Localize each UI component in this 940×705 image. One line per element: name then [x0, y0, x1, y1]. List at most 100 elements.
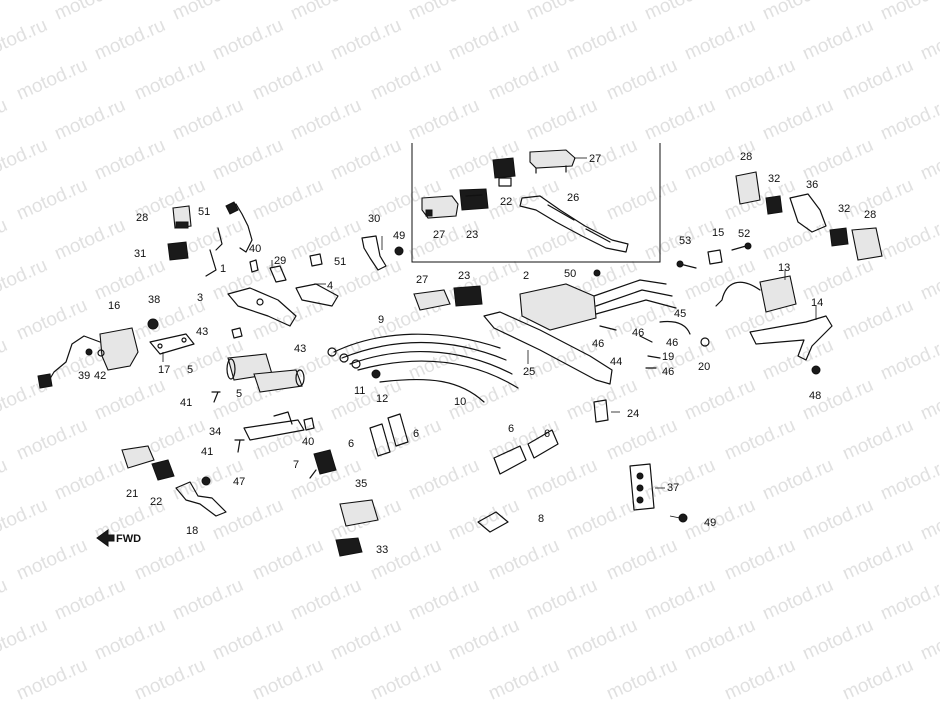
watermark-text: motod.ru [405, 95, 482, 145]
callout-51: 51 [334, 256, 346, 268]
callout-9: 9 [378, 314, 384, 326]
watermark-text: motod.ru [209, 615, 286, 665]
part-2-module [519, 279, 677, 331]
callout-39: 39 [78, 370, 90, 382]
part-6-cap-b [387, 413, 409, 447]
watermark-text: motod.ru [839, 415, 916, 465]
watermark-text: motod.ru [799, 15, 876, 65]
watermark-text: motod.ru [759, 575, 836, 625]
fwd-arrow-icon [96, 529, 115, 547]
callout-16: 16 [108, 300, 120, 312]
callout-53: 53 [679, 235, 691, 247]
watermark-text: motod.ru [721, 655, 798, 705]
watermark-text: motod.ru [131, 535, 208, 585]
watermark-text: motod.ru [209, 135, 286, 185]
watermark-text: motod.ru [327, 375, 404, 425]
watermark-text: motod.ru [799, 615, 876, 665]
part-20-washer [700, 337, 710, 347]
watermark-text: motod.ru [405, 575, 482, 625]
part-32-socket-b [829, 227, 849, 247]
watermark-text: motod.ru [839, 175, 916, 225]
callout-6: 6 [544, 428, 550, 440]
watermark-text: motod.ru [839, 655, 916, 705]
watermark-text: motod.ru [405, 455, 482, 505]
callout-5: 5 [187, 364, 193, 376]
watermark-text: motod.ru [0, 95, 11, 145]
part-33-block [335, 537, 363, 557]
watermark-text: motod.ru [603, 415, 680, 465]
watermark-text: motod.ru [799, 135, 876, 185]
callout-46: 46 [632, 327, 644, 339]
watermark-text: motod.ru [485, 55, 562, 105]
callout-26: 26 [567, 192, 579, 204]
watermark-text: motod.ru [523, 455, 600, 505]
watermark-text: motod.ru [0, 455, 11, 505]
watermark-text: motod.ru [51, 0, 128, 25]
watermark-text: motod.ru [877, 575, 940, 625]
part-49-bolt-lower [678, 513, 688, 523]
watermark-text: motod.ru [209, 15, 286, 65]
watermark-text: motod.ru [917, 255, 940, 305]
part-22-inset-connector [492, 157, 516, 187]
watermark-text: motod.ru [13, 415, 90, 465]
callout-3: 3 [197, 292, 203, 304]
callout-numbers: 27 22 26 27 23 28 51 31 40 29 1 51 30 49… [78, 151, 876, 556]
part-23-block-mid [453, 285, 483, 307]
watermark-text: motod.ru [917, 615, 940, 665]
watermark-text: motod.ru [209, 495, 286, 545]
watermark-text: motod.ru [13, 535, 90, 585]
watermark-text: motod.ru [721, 415, 798, 465]
watermark-text: motod.ru [0, 335, 11, 385]
part-27-inset-relay [421, 195, 459, 219]
part-29-clip [269, 265, 287, 283]
part-3-bracket [227, 287, 297, 327]
part-7-connector [309, 449, 337, 479]
watermark-text: motod.ru [405, 0, 482, 25]
part-24-plug [593, 399, 609, 423]
watermark-text: motod.ru [0, 215, 11, 265]
leader-lines [162, 157, 817, 519]
part-53-bolt [676, 260, 697, 269]
callout-6: 6 [508, 423, 514, 435]
watermark-text: motod.ru [13, 655, 90, 705]
callout-50: 50 [564, 268, 576, 280]
callout-10: 10 [454, 396, 466, 408]
watermark-text: motod.ru [0, 495, 51, 545]
part-22-boot [151, 459, 175, 481]
callout-24: 24 [627, 408, 639, 420]
callout-18: 18 [186, 525, 198, 537]
watermark-text: motod.ru [51, 95, 128, 145]
callout-46: 46 [592, 338, 604, 350]
watermark-text: motod.ru [563, 135, 640, 185]
callout-44: 44 [610, 356, 622, 368]
callout-45: 45 [674, 308, 686, 320]
part-25-plate [483, 311, 613, 385]
watermark-text: motod.ru [131, 55, 208, 105]
callout-47: 47 [233, 476, 245, 488]
watermark-text: motod.ru [523, 95, 600, 145]
watermark-text: motod.ru [13, 55, 90, 105]
watermark-text: motod.ru [681, 15, 758, 65]
watermark-text: motod.ru [485, 655, 562, 705]
callout-29: 29 [274, 255, 286, 267]
watermark-text: motod.ru [563, 495, 640, 545]
callout-43: 43 [196, 326, 208, 338]
callout-2: 2 [523, 270, 529, 282]
watermark-text: motod.ru [91, 15, 168, 65]
watermark-text: motod.ru [287, 215, 364, 265]
watermark-text: motod.ru [0, 615, 51, 665]
callout-51: 51 [198, 206, 210, 218]
part-49-nut-top [394, 246, 404, 256]
part-6-cap-d [527, 429, 559, 459]
callout-13: 13 [778, 262, 790, 274]
watermark-text: motod.ru [641, 335, 718, 385]
callout-21: 21 [126, 488, 138, 500]
inset-frame [411, 143, 661, 263]
watermark-text: motod.ru [327, 615, 404, 665]
watermark-text: motod.ru [0, 15, 51, 65]
part-28-relay-right-a [735, 171, 761, 205]
watermark-text: motod.ru [13, 295, 90, 345]
watermark-text: motod.ru [445, 495, 522, 545]
callout-23: 23 [466, 229, 478, 241]
watermark-text: motod.ru [839, 535, 916, 585]
